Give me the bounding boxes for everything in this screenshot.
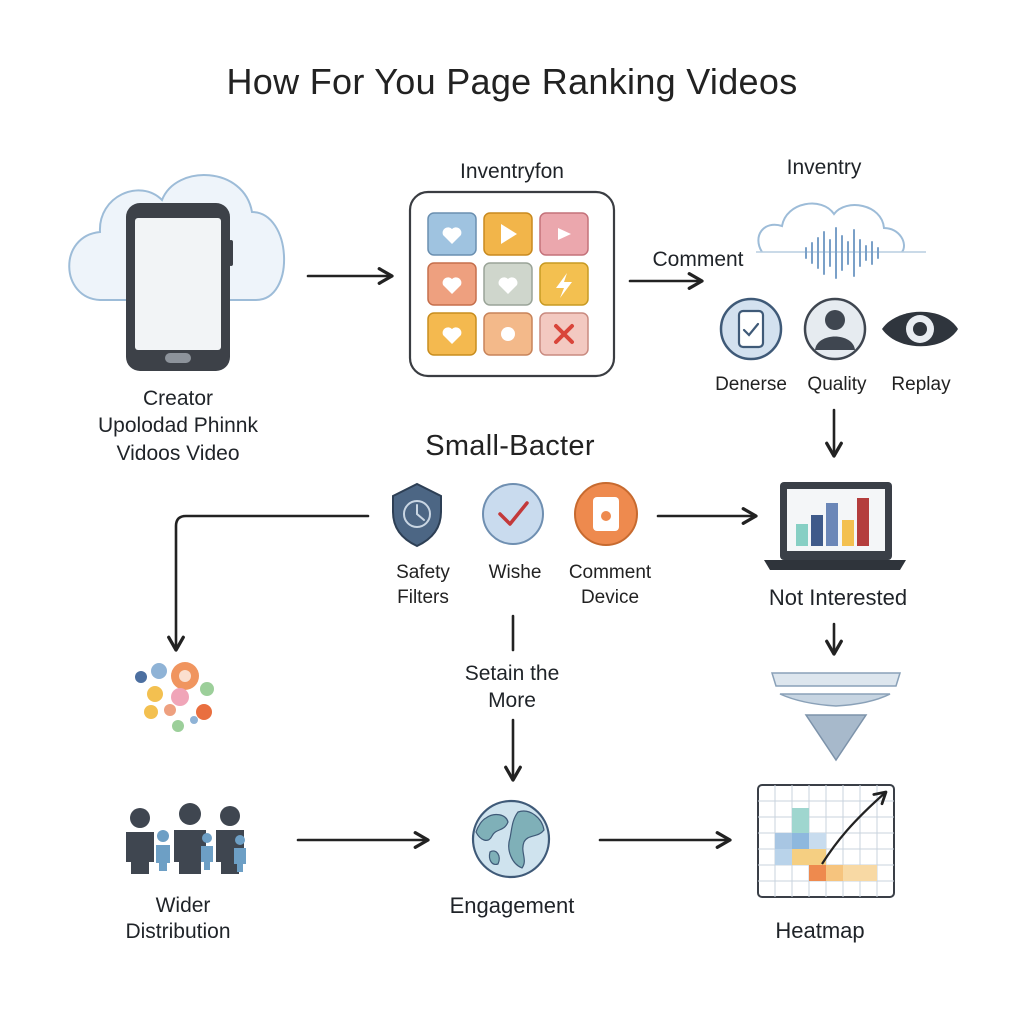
x-icon bbox=[554, 324, 574, 344]
setain-label-line2: More bbox=[488, 689, 536, 712]
play-icon bbox=[558, 228, 571, 240]
signal-label-denerse: Denerse bbox=[715, 374, 787, 395]
smartphone-icon bbox=[126, 203, 233, 371]
filter-label-safety-line1: Safety bbox=[396, 562, 450, 583]
heart-icon bbox=[498, 277, 518, 294]
creator-node bbox=[68, 174, 286, 371]
filter-label-safety-line2: Filters bbox=[397, 587, 449, 608]
arrows bbox=[167, 267, 843, 849]
creator-label-line3: Vidoos Video bbox=[116, 442, 240, 465]
filter-label-comment-line2: Device bbox=[580, 587, 640, 608]
heatmap-chart-icon bbox=[757, 784, 895, 898]
heatmap-label: Heatmap bbox=[775, 918, 865, 943]
shield-clock-icon bbox=[392, 482, 442, 548]
inventryfon-label: Inventryfon bbox=[460, 160, 564, 183]
globe-icon bbox=[471, 799, 551, 879]
filter-label-wishe: Wishe bbox=[488, 562, 542, 583]
filter-label-comment-line1: Comment bbox=[568, 562, 652, 583]
checkmark-icon bbox=[482, 483, 544, 545]
bubbles-icon bbox=[135, 662, 214, 732]
arrow-loop-left bbox=[167, 514, 370, 652]
setain-label-line1: Setain the bbox=[464, 662, 560, 685]
heart-icon bbox=[442, 277, 462, 294]
signal-label-replay: Replay bbox=[891, 374, 951, 395]
not-interested-label: Not Interested bbox=[768, 585, 908, 610]
inventryfon-panel bbox=[408, 190, 616, 378]
lightning-icon bbox=[556, 273, 572, 298]
creator-label-line1: Creator bbox=[142, 387, 214, 410]
eye-icon bbox=[882, 311, 958, 347]
heart-icon bbox=[442, 227, 462, 244]
wider-distribution-line2: Distribution bbox=[125, 920, 231, 943]
soundwave-cloud-icon bbox=[756, 202, 926, 279]
family-icon bbox=[126, 803, 246, 874]
engagement-label: Engagement bbox=[449, 893, 575, 918]
funnel-icon bbox=[770, 672, 902, 762]
phone-check-icon bbox=[719, 297, 783, 361]
signal-label-quality: Quality bbox=[807, 374, 867, 395]
page-title: How For You Page Ranking Videos bbox=[226, 61, 798, 102]
inventry-label: Inventry bbox=[786, 156, 862, 179]
small-bacter-heading: Small-Bacter bbox=[425, 430, 595, 462]
creator-label-line2: Upolodad Phinnk bbox=[98, 414, 258, 437]
laptop-bar-chart-icon bbox=[764, 482, 906, 570]
device-icon bbox=[574, 482, 638, 546]
user-icon bbox=[803, 297, 867, 361]
heart-icon bbox=[442, 327, 462, 344]
comment-edge-label: Comment bbox=[652, 248, 744, 271]
play-icon bbox=[501, 224, 517, 244]
wider-distribution-line1: Wider bbox=[155, 894, 211, 917]
